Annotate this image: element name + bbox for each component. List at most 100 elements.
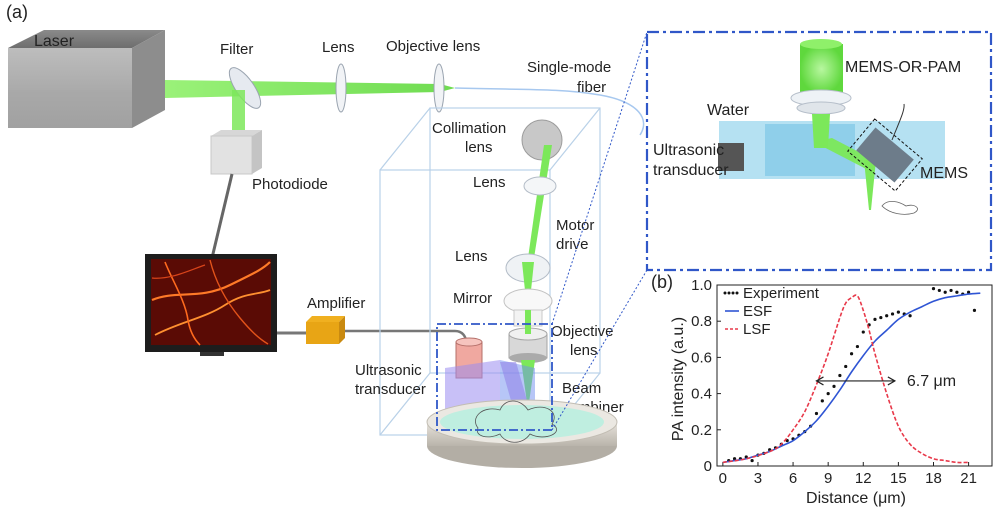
experiment-point [750,458,754,463]
legend-marker-experiment [723,291,727,295]
experiment-point [937,288,941,293]
x-tick-label: 18 [925,470,942,487]
y-tick-label: 1.0 [691,277,712,294]
fwhm-arrow-left-head [815,376,824,386]
inset-title: MEMS-OR-PAM [845,59,961,76]
x-tick-label: 9 [824,470,832,487]
y-tick-label: 0 [704,458,712,475]
experiment-point [855,344,860,349]
photodiode-label: Photodiode [252,176,328,193]
lens-2-label: Lens [473,174,506,191]
experiment-point [832,384,836,388]
inset-ring-2 [796,101,846,115]
objective-lens-2 [508,309,548,410]
experiment-point [931,287,936,291]
inset-water-label: Water [707,102,750,119]
photodiode-cable [210,173,234,259]
lens-2 [523,176,557,196]
experiment-point [820,399,824,403]
transducer-label-1: Ultrasonic [355,362,422,379]
inset-sample [881,201,918,215]
inset-objective-cap [800,39,842,49]
mems-inset: MEMS-OR-PAM Water Ultrasonic transducer … [645,30,993,272]
lens-1-label: Lens [322,39,355,56]
experiment-point [826,392,830,396]
panel-b-tag: (b) [651,272,673,292]
legend-marker-experiment [727,291,731,295]
x-tick-label: 0 [719,470,727,487]
y-tick-label: 0.2 [691,422,712,439]
experiment-point [732,457,737,461]
lens-3-label: Lens [455,248,488,265]
zoom-line-2 [551,269,648,431]
laser-beam [165,80,455,98]
experiment-point [879,315,883,320]
x-tick-label: 15 [890,470,907,487]
beam-label-1: Beam [562,380,601,397]
amplifier [306,316,345,344]
vertical-beam [528,145,552,258]
plot-frame [716,284,993,467]
filter-label: Filter [220,41,253,58]
y-tick-label: 0.6 [691,349,712,366]
chart-panel-b: (b) PA intensity (a.u.) Distance (μm) 0 3… [651,272,993,507]
transducer-label-2: transducer [355,381,426,398]
x-tick-label: 6 [789,470,797,487]
y-tick-label: 0.8 [691,313,712,330]
inset-transducer [718,143,744,171]
legend-label: Experiment [743,285,820,302]
fiber-label-2: fiber [577,79,606,96]
fwhm-annotation: 6.7 μm [907,373,956,390]
experiment-point [844,364,848,369]
zoom-line-1 [551,31,648,325]
lsf-curve [722,294,969,464]
fwhm-arrow-right-head [887,376,897,386]
experiment-point [972,308,977,312]
inset-transducer-label-1: Ultrasonic [653,142,724,159]
zoom-region [436,323,553,431]
motor-label-2: drive [556,236,589,253]
mirror-label: Mirror [453,290,492,307]
collimation-label-2: lens [465,139,493,156]
experiment-point [943,290,947,294]
motor-label-1: Motor [556,217,594,234]
laser-box [8,30,165,128]
experiment-point [955,290,959,294]
x-tick-label: 3 [754,470,762,487]
y-axis-label: PA intensity (a.u.) [670,317,687,441]
lens-1 [335,63,347,113]
experiment-point [949,288,953,293]
experiment-point [861,330,865,334]
inset-mems-wire [891,103,905,141]
inset-mems [847,118,923,192]
y-tick-label: 0.4 [691,386,712,403]
experiment-point [849,352,854,356]
objective-label-1: Objective [551,323,614,340]
legend-label: LSF [743,321,771,338]
amplifier-label: Amplifier [307,295,365,312]
experiment-point [966,290,971,294]
experiment-point [908,314,912,318]
objective-label-2: lens [570,342,598,359]
inset-transducer-label-2: transducer [653,162,729,179]
monitor [145,254,277,356]
sample-dish [426,399,618,468]
fiber-label-1: Single-mode [527,59,611,76]
collimation-label-1: Collimation [432,120,506,137]
single-mode-fiber [454,87,645,136]
experiment-point [873,317,877,321]
panel-a: (a) Laser Filter Lens Objective lens [6,2,648,468]
legend-label: ESF [743,303,772,320]
filter-reflected-beam [232,90,245,136]
amp-transducer-cable [345,329,468,343]
x-tick-label: 21 [960,470,977,487]
experiment-point [896,310,900,314]
x-axis-label: Distance (μm) [806,490,906,507]
legend-marker-experiment [735,291,739,295]
photodiode [210,130,262,175]
inset-objective [800,44,843,94]
experiment-point [885,314,889,318]
experiment-point [838,373,842,378]
experiment-point [814,411,819,416]
